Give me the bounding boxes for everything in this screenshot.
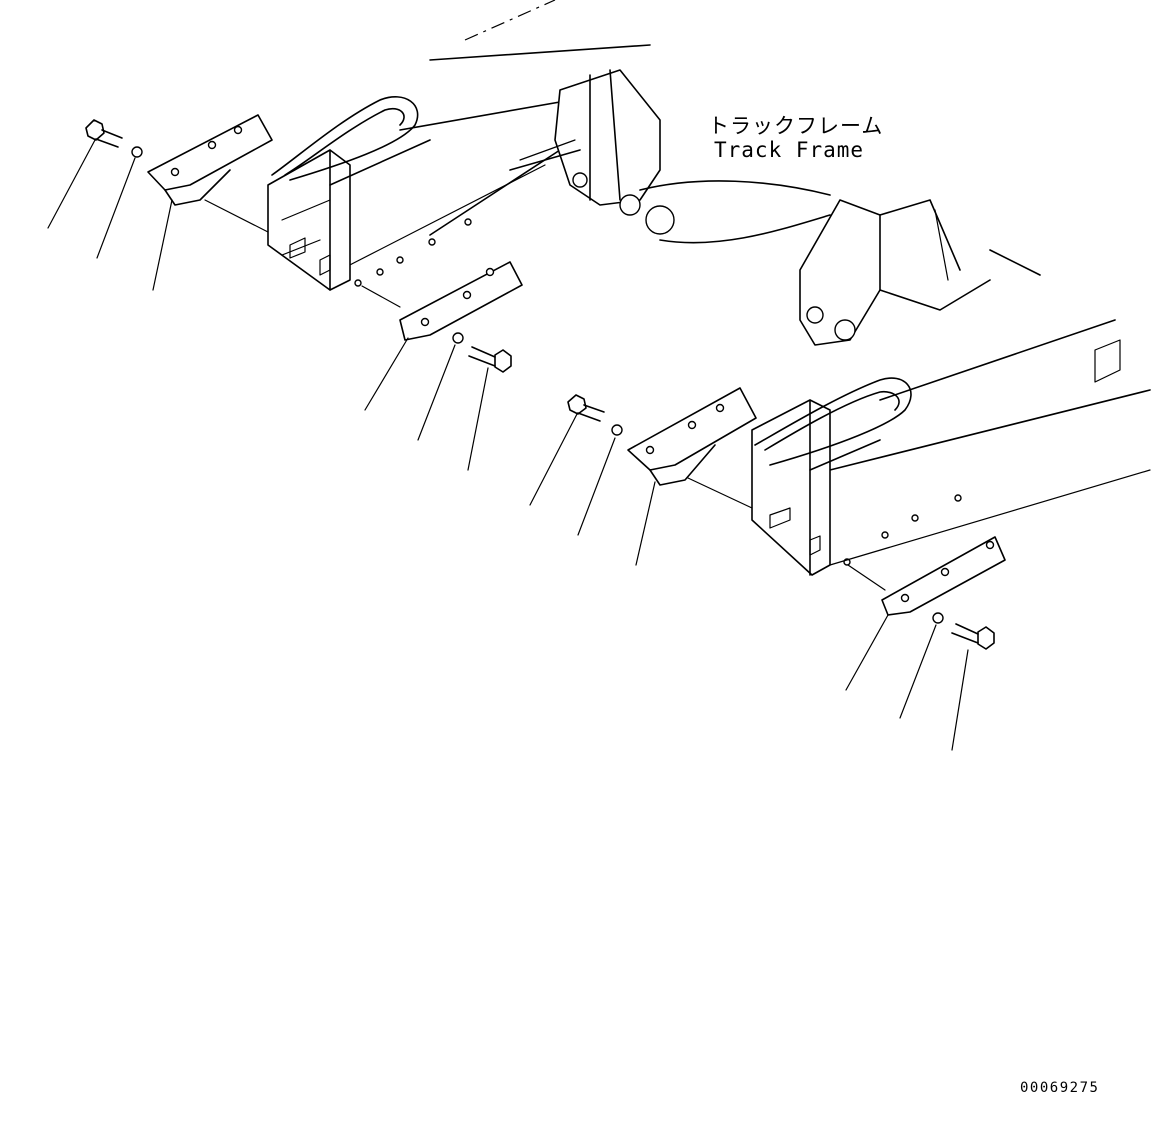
bracket-top-left — [147, 114, 273, 206]
track-frame-right — [751, 319, 1151, 576]
washer-middle-right — [611, 424, 623, 436]
bracket-middle-left — [399, 261, 523, 341]
equalizer-linkage — [509, 69, 1041, 346]
leader-lines — [47, 139, 969, 751]
bolt-middle-right — [567, 394, 605, 422]
washer-middle-left — [452, 332, 464, 344]
bracket-bottom-right — [881, 536, 1006, 616]
track-frame-label-en: Track Frame — [714, 138, 864, 162]
assembly-lines — [204, 199, 886, 591]
bolt-top-left — [85, 119, 123, 148]
washer-bottom-right — [932, 612, 944, 624]
washer-top-left — [131, 146, 143, 158]
bolt-middle-left — [468, 346, 512, 373]
figure-number: 00069275 — [1020, 1080, 1099, 1096]
bracket-middle-right — [627, 387, 757, 486]
track-frame-label-jp: トラックフレーム — [708, 114, 883, 138]
track-frame-left — [267, 0, 651, 291]
bolt-bottom-right — [951, 623, 995, 650]
